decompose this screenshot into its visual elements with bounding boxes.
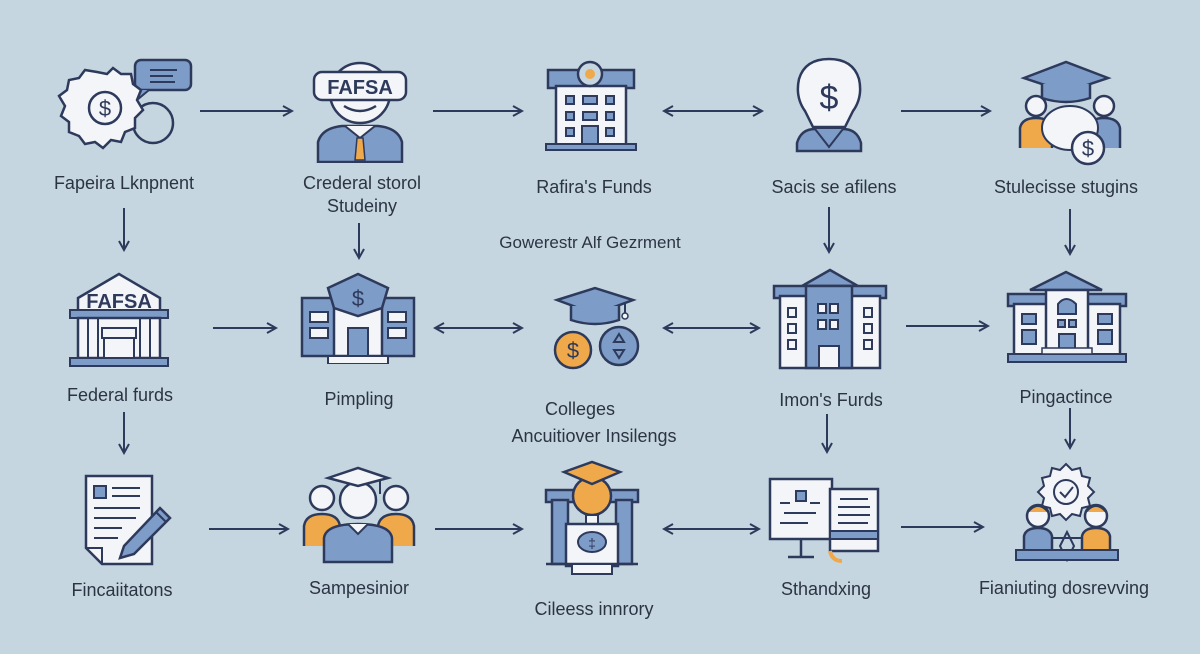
fafsa-badge-text: FAFSA xyxy=(327,77,393,99)
fafsa-badge-text: FAFSA xyxy=(86,291,152,313)
node-label: Sacis se afilens xyxy=(771,177,897,197)
gear-dollar-chat-icon: $ xyxy=(55,58,195,163)
university-icon xyxy=(1006,268,1128,373)
center-caption: Gowerestr Alf Gezrment xyxy=(499,233,681,252)
fafsa-person-icon: FAFSA xyxy=(310,58,410,168)
fafsa-bank-icon: FAFSA xyxy=(64,270,174,375)
node-label: Sampesinior xyxy=(308,578,410,598)
node-label: Federal furds xyxy=(66,385,174,405)
node-label: Fincaiitatons xyxy=(71,580,173,600)
dollar-head-icon: $ xyxy=(785,55,875,170)
graduates-group-icon xyxy=(300,464,420,569)
node-label-line2: Ancuitiover Insilengs xyxy=(511,426,677,446)
node-label: Pingactince xyxy=(1019,387,1113,407)
gradcap-podium-icon: ‡ xyxy=(542,460,642,585)
svg-text:$: $ xyxy=(99,96,111,121)
node-label: Imon's Furds xyxy=(779,390,883,410)
node-label-line2: Studeiny xyxy=(326,196,398,216)
shield-building-icon: $ xyxy=(298,272,418,369)
node-label: Cileess innrory xyxy=(534,599,654,619)
node-label: Fapeira Lknpnent xyxy=(53,173,195,193)
office-building-icon xyxy=(542,60,638,161)
document-pencil-icon xyxy=(82,474,178,573)
svg-text:‡: ‡ xyxy=(588,535,596,551)
node-label: Stulecisse stugins xyxy=(993,177,1139,197)
svg-text:$: $ xyxy=(820,79,839,117)
svg-text:$: $ xyxy=(567,338,579,363)
svg-text:$: $ xyxy=(1082,136,1094,161)
node-label: Pimpling xyxy=(324,389,394,409)
tall-building-icon xyxy=(772,266,892,377)
node-label: Rafira's Funds xyxy=(536,177,652,197)
monitor-documents-icon xyxy=(768,477,884,572)
node-label: Crederal storol xyxy=(302,173,422,193)
svg-text:$: $ xyxy=(352,286,364,311)
meeting-badge-icon xyxy=(1012,462,1122,571)
students-dollar-icon: $ xyxy=(1000,58,1130,173)
node-label: Colleges xyxy=(544,399,616,419)
node-label: Sthandxing xyxy=(780,579,872,599)
node-label: Fianiuting dosrevving xyxy=(978,578,1150,598)
gradcap-coins-icon: $ xyxy=(553,286,643,375)
